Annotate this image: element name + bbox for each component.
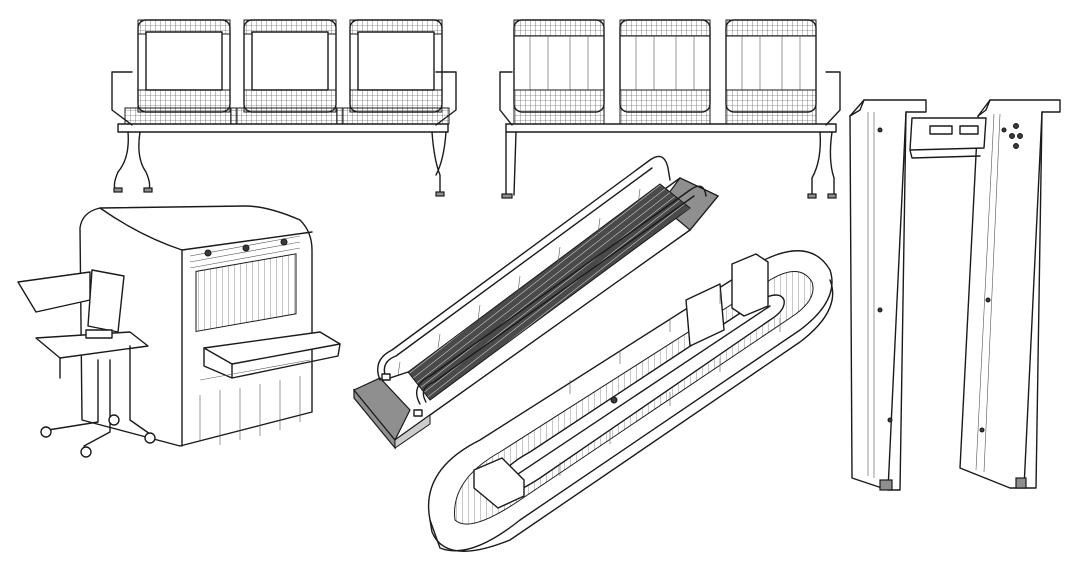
baggage-carousel	[427, 250, 834, 552]
escalator	[353, 155, 719, 450]
metal-detector	[849, 99, 1061, 491]
bench-back	[499, 19, 841, 199]
bench-front	[111, 19, 457, 197]
xray-scanner	[17, 205, 341, 458]
